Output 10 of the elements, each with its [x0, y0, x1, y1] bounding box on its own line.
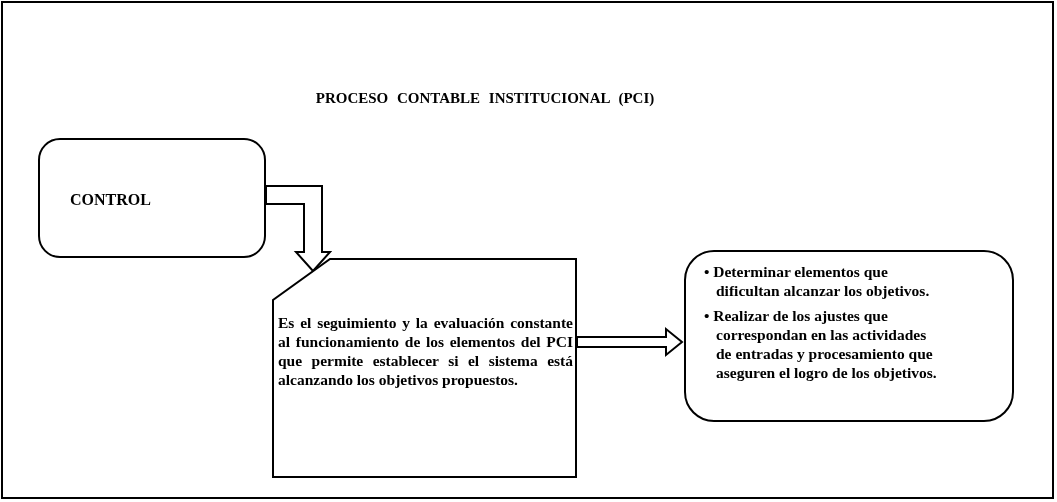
box-label: CONTROL [69, 190, 152, 209]
description-text: Es el seguimiento y la evaluación constante al funcionamiento de los elementos del PCI que permite establecer si el sistema está alcanzando los objetivos propuestos. [278, 313, 573, 389]
block-arrow [265, 185, 333, 273]
rounded-box [684, 250, 1014, 422]
block-arrow [576, 326, 684, 358]
bullet-item: • Determinar elementos que dificultan alcanzar los objetivos. [704, 262, 931, 300]
snipped-corner-box [272, 258, 577, 478]
diagram-title: PROCESO CONTABLE INSTITUCIONAL (PCI) [314, 90, 656, 107]
bullet-item: • Realizar de los ajustes que correspondan en las actividades de entradas y procesamiento que aseguren el logro de los objetivos. [704, 306, 938, 382]
rounded-box [38, 138, 266, 258]
